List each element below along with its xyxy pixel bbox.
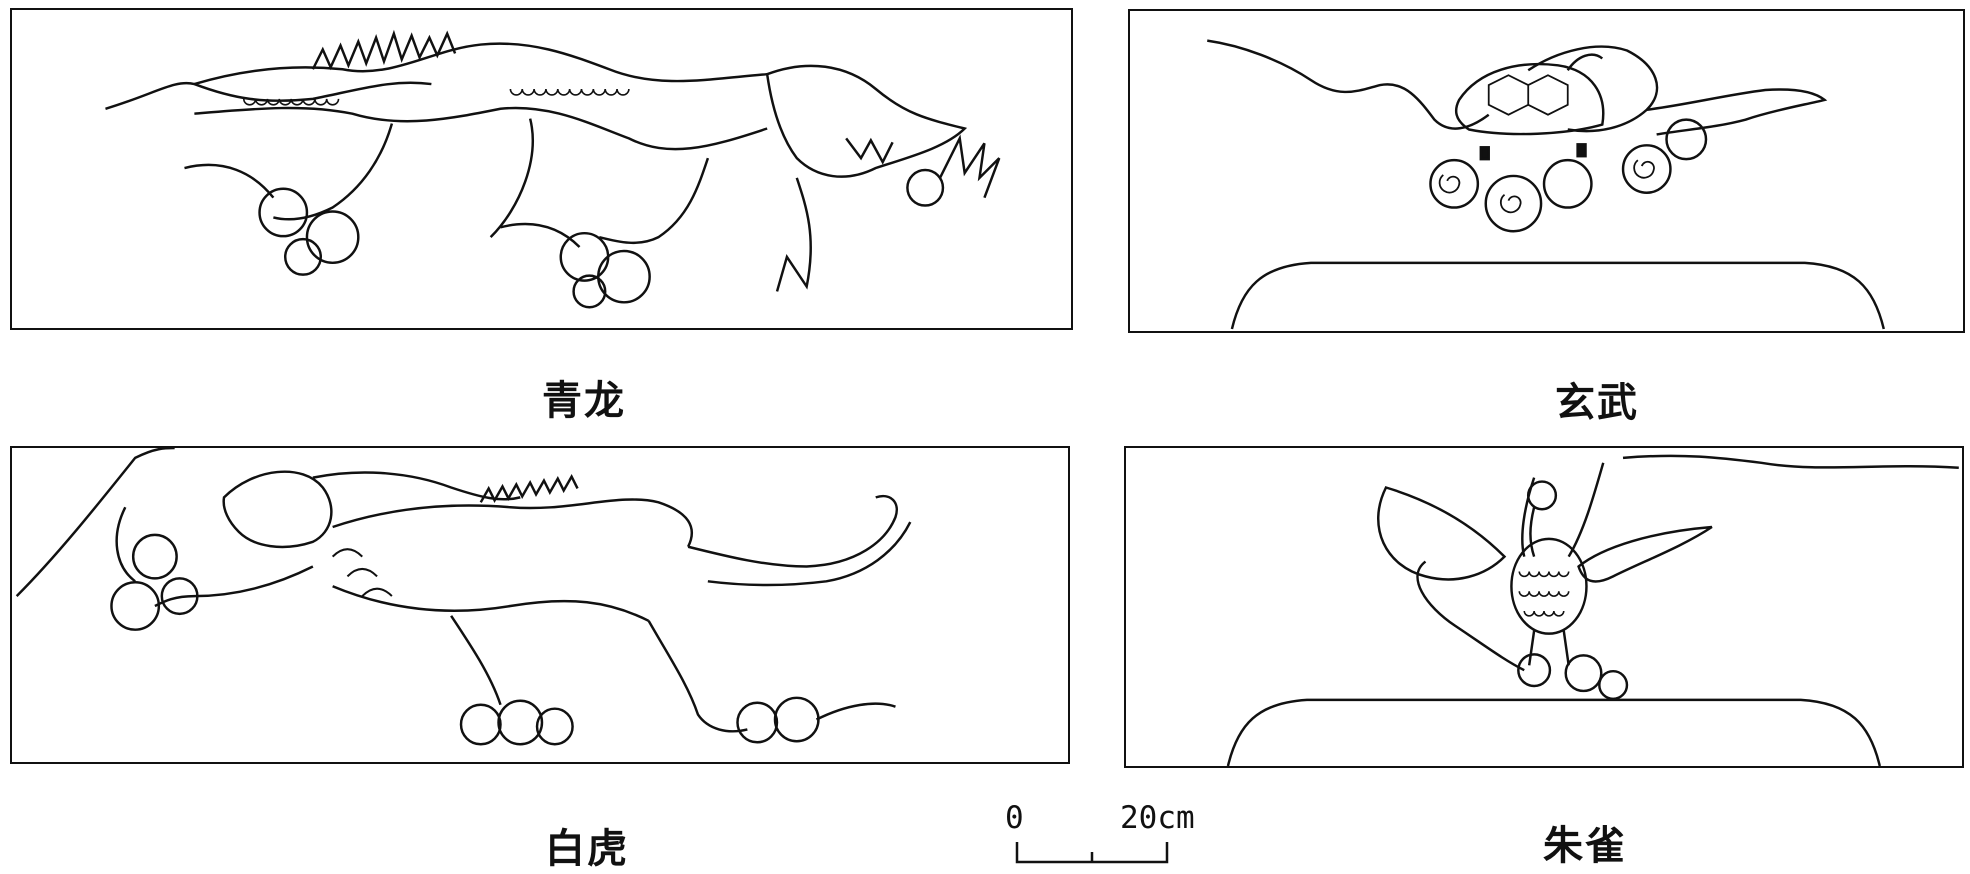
arch-base <box>1226 698 1881 766</box>
cloud-b <box>1484 174 1543 233</box>
cloud-left-b <box>305 210 360 265</box>
dragon-drawing <box>105 29 1001 309</box>
cloud-e <box>1665 118 1708 161</box>
snake-loop <box>1527 45 1659 133</box>
bird-wing-right <box>1577 525 1713 583</box>
cloud-right-b <box>773 696 820 743</box>
cloud-left-a <box>258 187 309 238</box>
dragon-spikes <box>311 29 457 71</box>
dragon-leg-claws <box>775 177 812 292</box>
tiger-stripes <box>331 548 393 597</box>
cloud-b <box>1564 654 1603 693</box>
cloud-bottom-c <box>535 707 574 746</box>
cloud-left-tail <box>184 163 275 199</box>
bird-body <box>1510 537 1588 635</box>
tiger-belly <box>332 585 650 622</box>
dragon-body-upper <box>194 42 768 86</box>
turtle-caption: 玄武 <box>1555 379 1639 426</box>
dragon-tail <box>105 81 432 110</box>
bird-caption: 朱雀 <box>1543 822 1627 869</box>
cloud-mid-a <box>559 231 610 282</box>
tiger-head <box>222 470 333 549</box>
dragon-leg-rear <box>273 123 394 221</box>
cloud-left-c <box>283 237 323 276</box>
scale-start-label: 0 <box>1005 800 1024 836</box>
tiger-panel <box>10 446 1070 764</box>
arch-base <box>1230 261 1885 330</box>
bird-legs <box>1527 630 1570 666</box>
turtle-shell <box>1454 62 1605 136</box>
cloud-left-tail <box>115 506 136 583</box>
turtle-drawing <box>1207 39 1885 330</box>
cloud-right-a <box>736 701 779 744</box>
turtle-shell-pattern <box>1487 74 1569 116</box>
tiger-back <box>332 498 694 548</box>
tiger-tail <box>687 494 898 568</box>
bird-body-scales <box>1518 571 1570 617</box>
dragon-scales <box>242 98 340 106</box>
turtle-foot-left <box>1479 146 1490 161</box>
cloud-d <box>1621 144 1672 194</box>
snake-tail <box>1646 88 1828 136</box>
cloud-right-tail <box>815 702 896 721</box>
dragon-scales-2 <box>509 88 630 96</box>
cloud-bottom-b <box>497 699 544 746</box>
dragon-head <box>765 64 968 178</box>
tiger-tail-inner <box>707 521 912 587</box>
dragon-body-lower <box>194 106 768 151</box>
tiger-mid-leg <box>450 615 502 706</box>
bird-wing-left <box>1377 486 1507 581</box>
bird-drawing <box>1226 454 1959 766</box>
cloud-spiral-c <box>1633 159 1655 179</box>
scale-end-label: 20cm <box>1120 800 1195 836</box>
cloud-a <box>1429 158 1480 209</box>
tiger-mane <box>312 471 521 501</box>
tiger-rear-leg <box>647 620 748 733</box>
turtle-head <box>1566 53 1604 71</box>
cloud-spiral-b <box>1499 194 1522 214</box>
background-ridge <box>1622 454 1959 469</box>
tiger-back-spikes <box>479 474 579 503</box>
background-hill <box>15 448 175 597</box>
tiger-front-leg <box>154 565 314 608</box>
bird-streamer <box>1416 560 1525 672</box>
cloud-left-b <box>110 581 161 631</box>
cloud-mid-c <box>572 274 607 309</box>
cloud-left-a <box>131 533 178 580</box>
dragon-leg-mid <box>489 118 534 239</box>
cloud-left-c <box>160 577 199 616</box>
bird-head <box>1526 480 1558 511</box>
snake-body <box>1207 39 1490 130</box>
dragon-panel <box>10 8 1073 330</box>
cloud-bottom-a <box>459 703 502 746</box>
cloud-a <box>1517 653 1552 688</box>
bird-panel <box>1124 446 1964 768</box>
bird-tail-feather-right <box>1567 462 1605 558</box>
dragon-caption: 青龙 <box>542 377 626 424</box>
cloud-mid-tail <box>500 222 581 248</box>
dragon-pearl <box>906 168 945 207</box>
scale-bar: 0 20cm <box>1000 800 1230 867</box>
turtle-foot-right <box>1576 143 1587 158</box>
cloud-c <box>1542 158 1593 209</box>
cloud-mid-b <box>597 249 651 304</box>
dragon-leg-front <box>598 157 710 245</box>
bird-neck <box>1529 506 1536 558</box>
dragon-jaw <box>845 137 894 165</box>
turtle-panel <box>1128 9 1965 333</box>
tiger-drawing <box>15 448 912 746</box>
dragon-pearl-flames <box>938 134 1001 199</box>
scale-bar-line <box>1015 842 1169 864</box>
cloud-c <box>1598 669 1629 701</box>
tiger-caption: 白虎 <box>545 825 629 872</box>
cloud-spiral-a <box>1438 174 1461 194</box>
